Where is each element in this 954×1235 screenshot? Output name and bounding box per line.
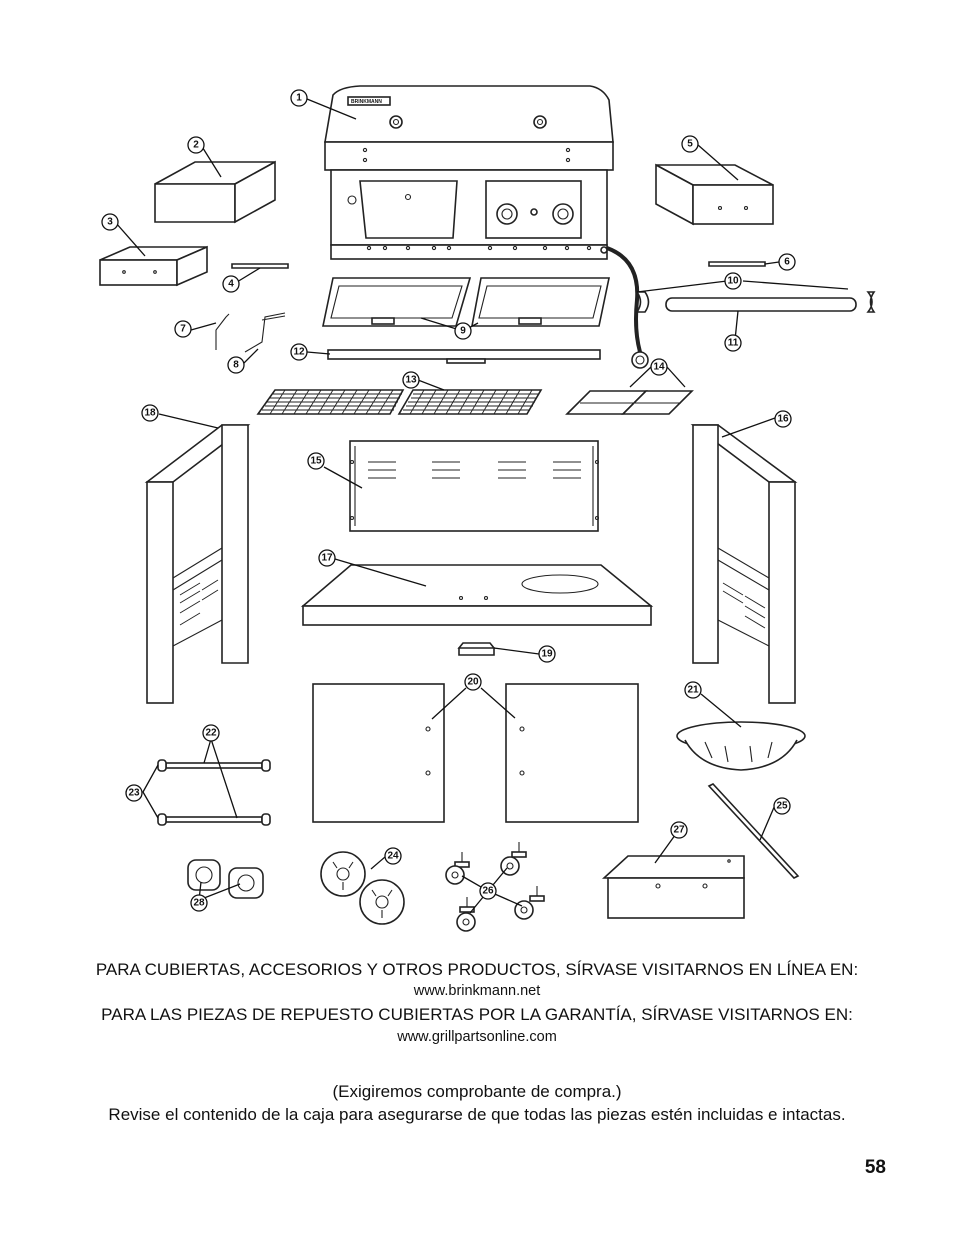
- svg-text:3: 3: [107, 217, 113, 228]
- exploded-parts-diagram: BRINKMANN: [99, 85, 876, 932]
- part-burner-tubes: [635, 291, 876, 313]
- callout-16: 16: [774, 410, 792, 428]
- svg-text:15: 15: [310, 456, 322, 467]
- callout-3: 3: [101, 213, 119, 231]
- callout-13: 13: [402, 371, 420, 389]
- part-tool-8: [244, 312, 286, 353]
- callout-27: 27: [670, 821, 688, 839]
- svg-text:21: 21: [687, 685, 699, 696]
- brinkmann-url: www.brinkmann.net: [413, 983, 541, 999]
- callout-15: 15: [307, 452, 325, 470]
- part-left-side-frame: [144, 424, 251, 704]
- part-grease-cup-holder: [457, 642, 496, 656]
- brand-label: BRINKMANN: [351, 99, 382, 105]
- svg-text:17: 17: [321, 553, 333, 564]
- callout-10: 10: [724, 272, 742, 290]
- part-grease-rail: [327, 349, 601, 364]
- callout-26: 26: [479, 882, 497, 900]
- part-front-panel: [601, 855, 745, 919]
- part-drip-trays: [322, 277, 610, 327]
- svg-text:25: 25: [776, 801, 788, 812]
- part-back-panel: [349, 440, 600, 532]
- callout-18: 18: [141, 404, 159, 422]
- callout-8: 8: [227, 356, 245, 374]
- callout-5: 5: [681, 135, 699, 153]
- svg-text:24: 24: [387, 851, 399, 862]
- callout-2: 2: [187, 136, 205, 154]
- svg-text:27: 27: [673, 825, 685, 836]
- callout-25: 25: [773, 797, 791, 815]
- callout-7: 7: [174, 320, 192, 338]
- svg-text:6: 6: [784, 257, 790, 268]
- part-left-side-shelf: [154, 160, 276, 224]
- svg-text:4: 4: [228, 279, 234, 290]
- svg-text:7: 7: [180, 324, 186, 335]
- replacement-parts-heading: PARA LAS PIEZAS DE REPUESTO CUBIERTAS PO…: [101, 1005, 853, 1024]
- check-contents-note: Revise el contenido de la caja para aseg…: [108, 1105, 846, 1124]
- callout-22: 22: [202, 724, 220, 742]
- part-bottom-shelf: [300, 564, 654, 626]
- part-bowl: [676, 721, 806, 771]
- callout-17: 17: [318, 549, 336, 567]
- callout-21: 21: [684, 681, 702, 699]
- svg-text:8: 8: [233, 360, 239, 371]
- callout-19: 19: [538, 645, 556, 663]
- page-number: 58: [864, 1157, 886, 1178]
- svg-text:13: 13: [405, 375, 417, 386]
- part-cooking-grids: [256, 389, 543, 415]
- part-side-panel: [99, 245, 208, 287]
- svg-text:12: 12: [293, 347, 305, 358]
- grillparts-url: www.grillpartsonline.com: [397, 1029, 557, 1045]
- svg-text:22: 22: [205, 728, 217, 739]
- part-cross-rods: [157, 759, 271, 826]
- svg-text:26: 26: [482, 886, 494, 897]
- callout-28: 28: [190, 894, 208, 912]
- part-regulator: [631, 351, 649, 369]
- svg-text:18: 18: [144, 408, 156, 419]
- svg-text:2: 2: [193, 140, 199, 151]
- svg-text:10: 10: [727, 276, 739, 287]
- callout-24: 24: [384, 847, 402, 865]
- callout-12: 12: [290, 343, 308, 361]
- callout-14: 14: [650, 358, 668, 376]
- part-bracket-right: [708, 261, 766, 267]
- svg-text:28: 28: [193, 898, 205, 909]
- accessories-heading: PARA CUBIERTAS, ACCESORIOS Y OTROS PRODU…: [95, 960, 859, 979]
- svg-text:20: 20: [467, 677, 479, 688]
- part-doors: [312, 683, 639, 823]
- part-tool-7: [215, 313, 230, 350]
- callout-20: 20: [464, 673, 482, 691]
- part-bracket-left: [231, 263, 289, 269]
- callout-6: 6: [778, 253, 796, 271]
- callout-9: 9: [454, 322, 472, 340]
- svg-text:9: 9: [460, 326, 466, 337]
- callout-23: 23: [125, 784, 143, 802]
- part-right-side-frame: [690, 424, 798, 704]
- svg-text:23: 23: [128, 788, 140, 799]
- callout-4: 4: [222, 275, 240, 293]
- svg-text:14: 14: [653, 362, 665, 373]
- svg-text:5: 5: [687, 139, 693, 150]
- proof-of-purchase-note: (Exigiremos comprobante de compra.): [332, 1082, 622, 1101]
- part-control-knobs: [187, 859, 264, 899]
- leader-lines: [115, 98, 849, 914]
- part-support-strap: [707, 783, 800, 879]
- part-wheels: [320, 851, 405, 925]
- svg-text:1: 1: [296, 93, 302, 104]
- part-flame-tamers: [565, 390, 694, 415]
- part-gas-hose: [606, 246, 642, 353]
- svg-text:16: 16: [777, 414, 789, 425]
- svg-text:19: 19: [541, 649, 553, 660]
- part-right-side-shelf: [655, 163, 774, 226]
- svg-text:11: 11: [728, 338, 739, 349]
- callout-11: 11: [724, 334, 742, 352]
- part-grill-head: BRINKMANN: [324, 85, 614, 260]
- callout-1: 1: [290, 89, 308, 107]
